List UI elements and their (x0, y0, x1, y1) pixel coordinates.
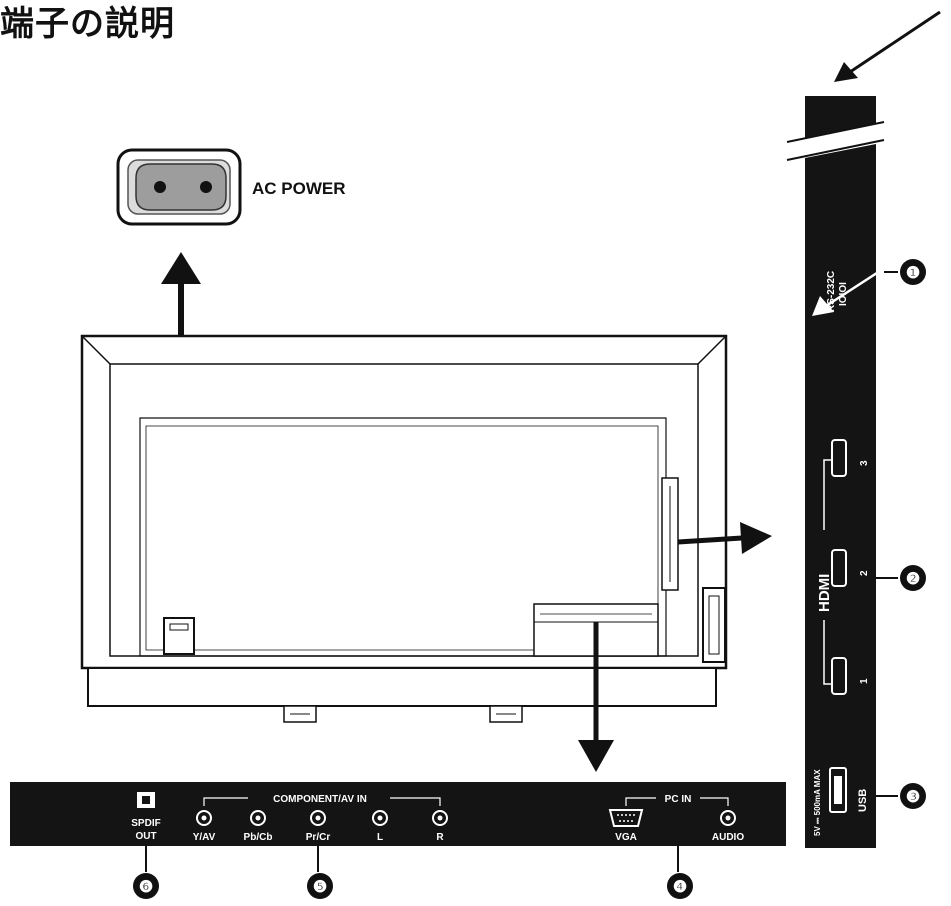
top-pointer-arrow (834, 10, 941, 82)
callout-1: ❶ (906, 265, 920, 282)
component-port-label: Pr/Cr (306, 832, 331, 843)
callout-4: ❹ (673, 879, 687, 896)
callout-3: ❸ (906, 789, 920, 806)
spdif-sub-label: OUT (135, 831, 156, 842)
rs232c-pointer-arrow (812, 230, 941, 316)
vga-label: VGA (615, 832, 637, 843)
component-port-label: R (436, 832, 444, 843)
usb-port-icon (829, 767, 847, 813)
hdmi-port-3-label: 3 (859, 460, 870, 466)
spdif-label: SPDIF (131, 818, 160, 829)
callout-2: ❷ (906, 571, 920, 588)
rca-jack-y-av-icon (196, 810, 212, 826)
power-pin-right-icon (200, 181, 212, 193)
hdmi-port-3-icon (831, 439, 847, 477)
pc-in-group-label: PC IN (665, 794, 692, 805)
rca-jack-pr-cr-icon (310, 810, 326, 826)
rs232c-label: RS-232C (826, 271, 837, 312)
callout-6: ❻ (139, 879, 153, 896)
side-panel-arrow (677, 522, 772, 554)
hdmi-port-1-icon (831, 657, 847, 695)
component-port-label: L (377, 832, 383, 843)
audio-label: AUDIO (712, 832, 744, 843)
bottom-panel-arrow (578, 622, 614, 772)
hdmi-port-2-label: 2 (859, 570, 870, 576)
component-port-label: Y/AV (193, 832, 216, 843)
audio-jack-icon (720, 810, 736, 826)
vga-port-icon (608, 809, 644, 827)
usb-label: USB (857, 789, 869, 812)
component-group-label: COMPONENT/AV IN (273, 794, 367, 805)
component-port-label: Pb/Cb (244, 832, 273, 843)
rca-jack-pb-cb-icon (250, 810, 266, 826)
side-panel: RS-232C IOIOI HDMI 3 2 1 5V ⎓ 500mA MAX … (786, 96, 885, 848)
power-pin-left-icon (154, 181, 166, 193)
page-title: 端子の説明 (0, 4, 175, 44)
ac-power-inlet (116, 148, 242, 226)
bottom-panel: SPDIF OUT COMPONENT/AV IN Y/AV Pb/Cb Pr/… (10, 782, 786, 846)
hdmi-port-2-icon (831, 549, 847, 587)
tv-rear-view (80, 334, 728, 723)
rca-jack-r-icon (432, 810, 448, 826)
hdmi-label: HDMI (816, 574, 833, 612)
rca-jack-l-icon (372, 810, 388, 826)
hdmi-port-1-label: 1 (859, 678, 870, 684)
usb-rating-label: 5V ⎓ 500mA MAX (813, 769, 822, 836)
callout-5: ❺ (313, 879, 327, 896)
ac-power-label: AC POWER (252, 179, 346, 198)
